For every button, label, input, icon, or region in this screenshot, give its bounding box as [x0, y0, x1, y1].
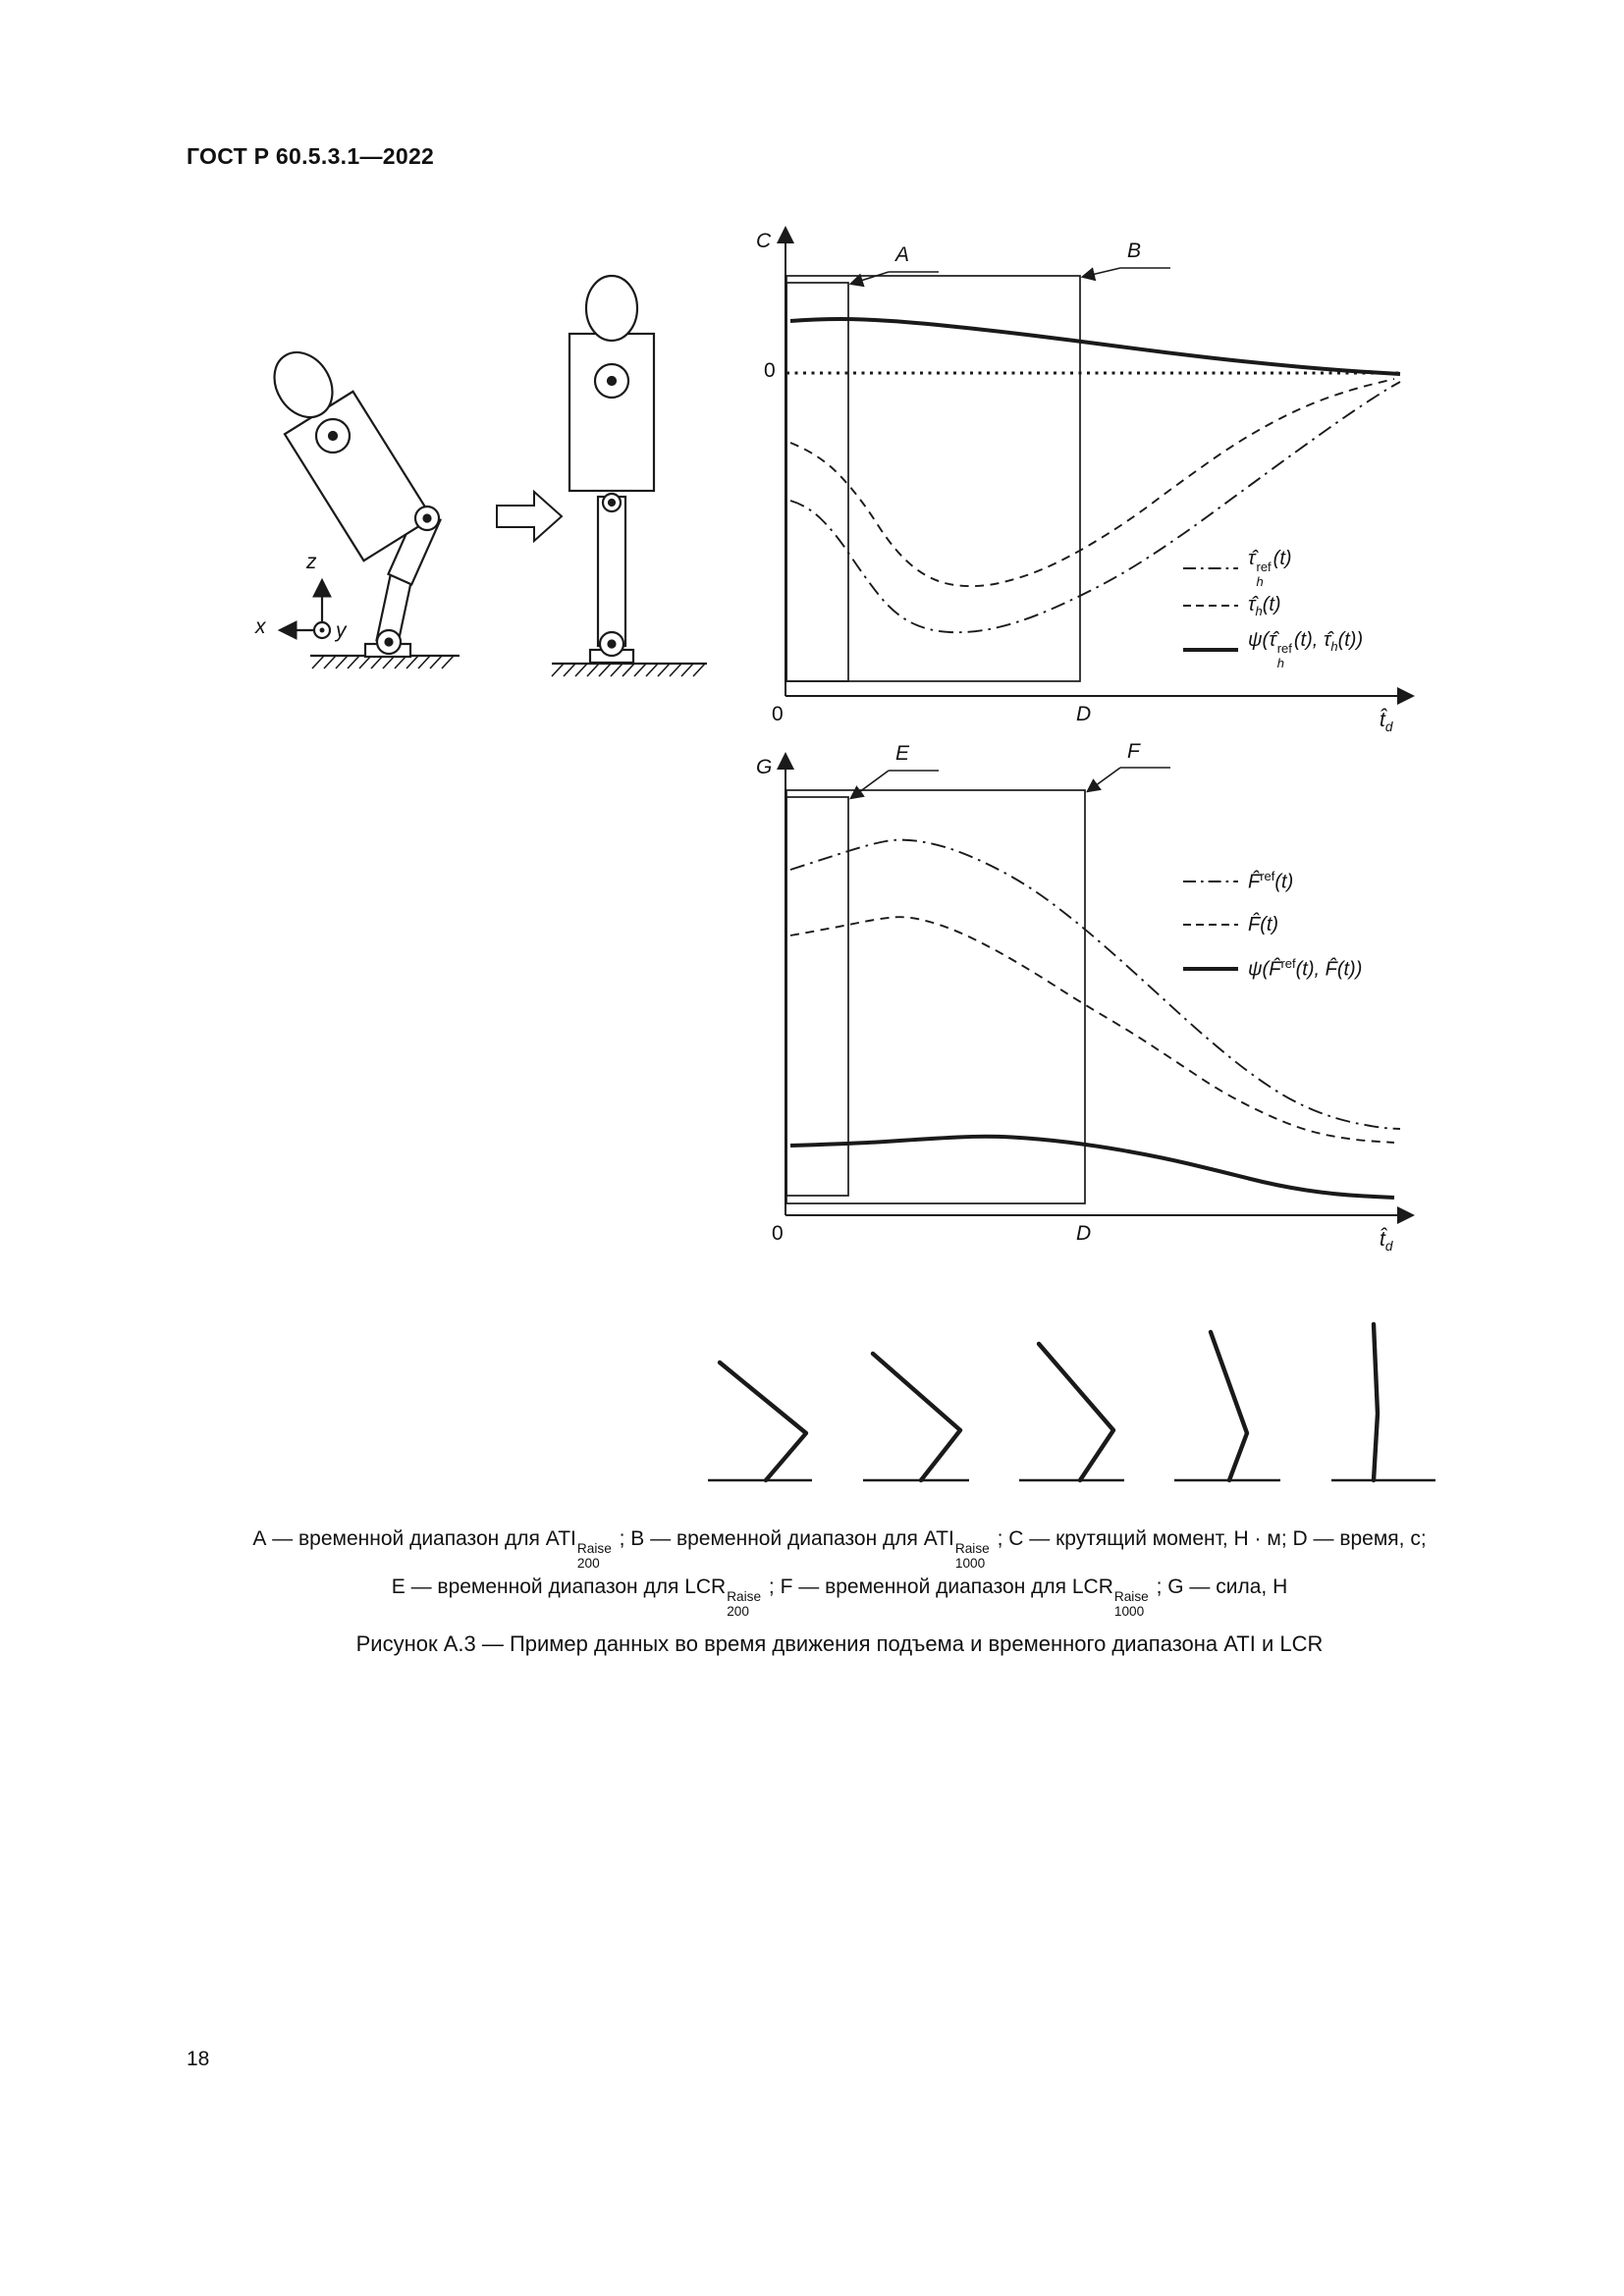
legend-line-sample — [1183, 967, 1238, 971]
y-axis-letter: C — [756, 230, 772, 252]
time-range-box — [785, 282, 849, 682]
robot-head — [584, 274, 639, 343]
axis-label-x: x — [255, 615, 266, 638]
range-label-B: B — [1127, 240, 1142, 262]
duration-label-D: D — [1076, 703, 1092, 725]
curve-psi-F — [789, 1134, 1395, 1200]
curve-tau-h — [789, 378, 1395, 588]
axis-label-y: y — [336, 619, 347, 642]
force-plot-canvas — [777, 752, 1415, 1224]
ankle-joint-dot — [384, 637, 394, 647]
curve-F — [789, 916, 1395, 1144]
figure-caption: Рисунок А.3 — Пример данных во время дви… — [355, 1631, 1324, 1656]
legend-label: F̂(t) — [1248, 913, 1279, 935]
robot-illustration: z x y — [245, 263, 756, 695]
stick-pose — [870, 1351, 963, 1483]
y-axis-letter: G — [756, 756, 773, 778]
legend-row: ψ(F̂ref(t), F̂(t)) — [1182, 954, 1362, 984]
stick-pose — [1371, 1321, 1380, 1483]
robot-canvas — [273, 274, 707, 677]
label-leader-arrow — [849, 770, 890, 800]
ground-hatching — [311, 655, 455, 669]
legend-row: F̂ref(t) — [1182, 867, 1293, 896]
origin-label: 0 — [772, 1222, 784, 1245]
origin-label: 0 — [772, 703, 784, 725]
x-axis-label-td: t̂d — [1380, 1228, 1393, 1255]
label-leader-arrow — [1080, 267, 1121, 282]
stick-pose — [1208, 1329, 1250, 1483]
pose-sequence — [687, 1304, 1453, 1500]
document-header: ГОСТ Р 60.5.3.1—2022 — [187, 143, 435, 169]
label-leader-arrow — [848, 271, 890, 288]
stick-pose — [717, 1360, 809, 1483]
robot-head — [273, 350, 334, 419]
legend-label: ψ(F̂ref(t), F̂(t)) — [1248, 956, 1363, 981]
legend-line-sample — [1183, 881, 1238, 882]
y-axis-dot — [319, 627, 325, 633]
time-range-box — [785, 796, 849, 1197]
robot-tilted-figure — [273, 350, 460, 669]
x-axis-label-td: t̂d — [1380, 709, 1393, 735]
curve-F-ref — [789, 838, 1401, 1130]
legend-line-sample — [1183, 924, 1238, 926]
hip-joint-dot — [422, 513, 432, 523]
legend-row: τ̂h(t) — [1182, 591, 1281, 620]
pose-sequence-canvas — [708, 1321, 1435, 1483]
time-range-box — [785, 789, 1086, 1204]
legend-line-sample — [1183, 648, 1238, 652]
page-number: 18 — [187, 2048, 210, 2070]
stick-pose — [1036, 1341, 1116, 1483]
torso-joint-dot — [606, 375, 618, 387]
hip-joint-dot — [607, 498, 617, 507]
label-leader-arrow — [1086, 767, 1121, 793]
coordinate-axes — [277, 577, 332, 640]
torque-plot-canvas — [777, 226, 1415, 705]
robot-leg — [596, 495, 627, 648]
zero-level-label: 0 — [764, 359, 776, 382]
curve-psi-tau — [789, 317, 1401, 376]
duration-label-D: D — [1076, 1222, 1092, 1245]
range-label-F: F — [1127, 740, 1140, 763]
legend-label: F̂ref(t) — [1248, 869, 1294, 893]
legend-row: F̂(t) — [1182, 910, 1278, 939]
time-range-box — [785, 275, 1081, 682]
ground-hatching — [551, 663, 706, 677]
robot-torso — [568, 332, 656, 493]
transition-arrow-icon — [496, 489, 564, 544]
legend-line-sample — [1183, 605, 1238, 607]
range-label-A: A — [895, 243, 910, 266]
curve-tau-h-ref — [789, 381, 1401, 634]
range-label-E: E — [895, 742, 910, 765]
robot-upright-figure — [551, 274, 707, 677]
ankle-joint-dot — [607, 639, 617, 649]
legend-label: τ̂h(t) — [1248, 593, 1281, 618]
force-time-chart: G E F 0 D t̂d F̂ref(t) F̂(t) ψ(F̂ref(t), F… — [746, 741, 1434, 1276]
legend-line-sample — [1183, 567, 1238, 569]
axis-label-z: z — [306, 551, 317, 573]
torso-joint-dot — [327, 430, 339, 442]
